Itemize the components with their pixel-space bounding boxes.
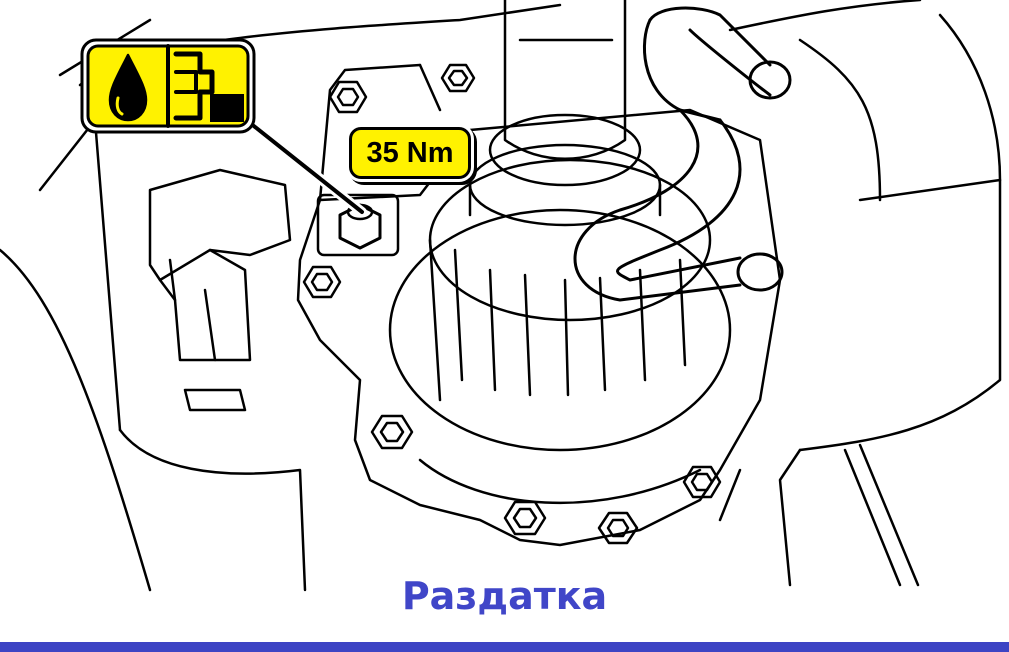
finned-case	[388, 158, 732, 505]
caption: Раздатка	[401, 574, 608, 618]
leader-line-core	[238, 113, 364, 214]
bottom-bar	[0, 642, 1009, 652]
flange-plate	[296, 63, 782, 547]
output-shaft	[468, 0, 662, 227]
oil-fill-plug-icon	[173, 51, 244, 122]
vent-hose	[573, 6, 792, 302]
housing-outline	[0, 0, 1002, 592]
bolt-heads	[302, 63, 722, 545]
oil-spec-icon-block	[80, 38, 256, 134]
oil-drop-icon	[108, 53, 148, 122]
torque-label: 35 Nm	[349, 127, 471, 179]
mounting-bracket	[148, 168, 292, 412]
